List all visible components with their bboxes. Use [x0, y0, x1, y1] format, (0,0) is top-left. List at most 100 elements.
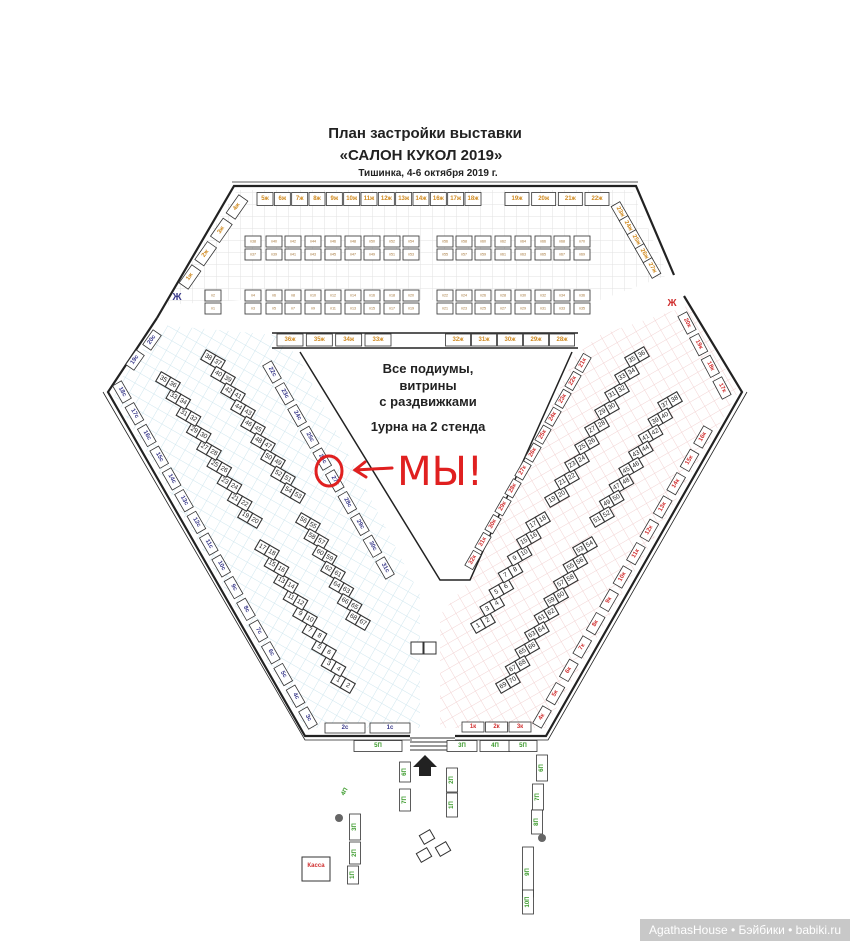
stand-box[interactable] — [287, 403, 307, 428]
stand-box[interactable] — [677, 311, 697, 335]
wall-stand[interactable]: 6ж — [273, 192, 291, 206]
entrance-stand[interactable]: 7П — [532, 783, 544, 811]
wall-stand[interactable]: 3ж — [209, 217, 233, 244]
entrance-stand[interactable]: 6П — [399, 761, 411, 783]
wall-stand[interactable]: 19ж — [504, 192, 530, 206]
booth-pair[interactable]: 56 — [310, 638, 338, 661]
podium[interactable] — [474, 235, 492, 248]
podium[interactable] — [265, 302, 283, 315]
stand-box[interactable] — [273, 662, 294, 687]
podium[interactable] — [402, 235, 420, 248]
stand-box[interactable] — [350, 512, 370, 537]
wall-stand[interactable]: 11с — [198, 532, 219, 556]
booth[interactable] — [603, 398, 621, 416]
booth[interactable] — [633, 345, 651, 363]
wall-stand[interactable]: 28ж — [549, 333, 575, 347]
stand-box[interactable] — [186, 510, 207, 535]
booth[interactable] — [195, 427, 212, 445]
podium[interactable] — [304, 248, 322, 261]
podium[interactable] — [304, 235, 322, 248]
stand-box[interactable] — [149, 445, 170, 469]
wall-stand[interactable]: 13ж — [395, 192, 413, 206]
stand-box[interactable] — [273, 192, 291, 206]
podium[interactable] — [436, 302, 454, 315]
wall-stand[interactable]: 29ж — [523, 333, 549, 347]
booth[interactable] — [647, 423, 664, 441]
entrance-stand[interactable]: 4П — [479, 740, 511, 752]
podium[interactable] — [455, 248, 473, 261]
wall-stand[interactable]: 16с — [136, 423, 157, 448]
podium[interactable] — [553, 248, 571, 261]
podium[interactable] — [534, 235, 552, 248]
wall-stand[interactable]: 20ж — [531, 192, 557, 206]
booth[interactable] — [656, 407, 674, 424]
entrance-stand[interactable]: 2П — [446, 767, 458, 793]
stand-box[interactable] — [256, 192, 274, 206]
stand-box[interactable] — [274, 382, 295, 406]
podium[interactable] — [514, 235, 532, 248]
stand-box[interactable] — [125, 349, 145, 371]
podium[interactable] — [553, 289, 571, 302]
podium[interactable] — [553, 302, 571, 315]
stand-box[interactable] — [161, 467, 182, 491]
stand-box[interactable] — [514, 460, 532, 481]
wall-stand[interactable]: 1с — [369, 722, 411, 734]
booth[interactable] — [215, 461, 233, 479]
podium[interactable] — [324, 289, 342, 302]
entrance-stand[interactable]: 4П — [340, 787, 349, 797]
booth[interactable] — [563, 468, 581, 486]
podium[interactable] — [553, 235, 571, 248]
booth[interactable] — [301, 610, 319, 628]
booth[interactable] — [598, 505, 616, 523]
stand-box[interactable] — [474, 531, 492, 553]
stand-box[interactable] — [429, 192, 447, 206]
wall-stand[interactable]: 3к — [508, 721, 532, 733]
stand-box[interactable] — [364, 333, 392, 347]
wall-stand[interactable]: 17к — [712, 376, 732, 400]
podium[interactable] — [304, 302, 322, 315]
stand-box[interactable] — [445, 333, 471, 347]
booth[interactable] — [246, 512, 264, 530]
wall-stand[interactable]: 10к — [612, 565, 633, 589]
stand-box[interactable] — [211, 554, 232, 578]
stand-box[interactable] — [291, 192, 309, 206]
podium[interactable] — [383, 248, 401, 261]
stand-box[interactable] — [642, 257, 662, 279]
podium[interactable] — [534, 302, 552, 315]
stand-box[interactable] — [198, 532, 219, 556]
stand-box[interactable] — [504, 192, 530, 206]
podium[interactable] — [573, 302, 591, 315]
podium[interactable] — [455, 289, 473, 302]
stand-box[interactable] — [497, 333, 523, 347]
wall-stand[interactable]: 27ж — [642, 257, 662, 279]
wall-stand[interactable]: 12с — [186, 510, 207, 535]
podium[interactable] — [383, 302, 401, 315]
wall-stand[interactable]: 6с — [260, 641, 281, 665]
wall-stand[interactable]: 10ж — [343, 192, 361, 206]
wall-stand[interactable]: 1ж — [178, 264, 202, 290]
wall-stand[interactable]: 7с — [248, 619, 269, 643]
booth-pair[interactable]: 910 — [291, 605, 319, 628]
stand-box[interactable] — [209, 217, 233, 244]
wall-stand[interactable]: 18с — [112, 380, 132, 404]
